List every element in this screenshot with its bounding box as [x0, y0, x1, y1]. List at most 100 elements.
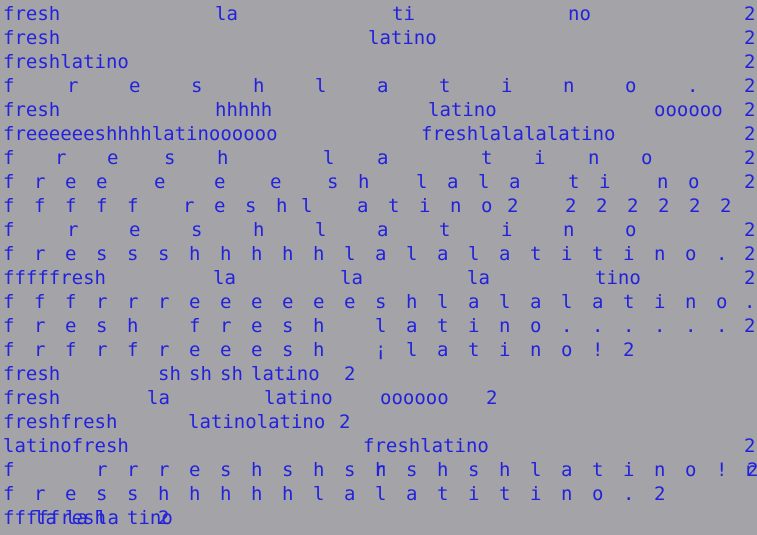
text-token: o — [641, 147, 653, 169]
text-token: f — [127, 339, 139, 361]
text-token: latino — [251, 363, 320, 385]
text-token: s — [158, 243, 170, 265]
text-token: e — [189, 291, 201, 313]
text-token: a — [499, 243, 511, 265]
text-token: o — [625, 219, 637, 241]
text-token: h — [437, 459, 449, 481]
text-token: oooooo — [654, 99, 723, 121]
text-token: la — [213, 267, 236, 289]
text-token: a — [592, 291, 604, 313]
text-token: la — [215, 3, 238, 25]
text-token: 2 — [744, 147, 756, 169]
text-token: f — [3, 171, 15, 193]
text-token: a — [377, 147, 389, 169]
text-token: . — [716, 243, 728, 265]
text-token: 2 — [744, 75, 756, 97]
text-token: t — [568, 171, 580, 193]
text-token: freshlatino — [3, 51, 129, 73]
text-token: 2 — [744, 219, 756, 241]
text-token: s — [406, 459, 418, 481]
text-token: 2 — [339, 411, 351, 433]
text-token: s — [191, 219, 203, 241]
text-token: s — [164, 147, 176, 169]
text-token: 2 — [486, 387, 498, 409]
text-token: s — [327, 171, 339, 193]
text-token: a — [377, 219, 389, 241]
text-token: l — [437, 291, 449, 313]
text-token: . — [592, 315, 604, 337]
text-token: a — [437, 339, 449, 361]
text-token: o — [592, 483, 604, 505]
text-token: f — [3, 75, 15, 97]
text-token: e — [220, 339, 232, 361]
text-token: h — [358, 171, 370, 193]
text-token: f — [3, 147, 15, 169]
text-token: s — [191, 75, 203, 97]
text-token: i — [468, 315, 480, 337]
text-token: f — [65, 195, 77, 217]
text-token: e — [107, 147, 119, 169]
text-token: r — [127, 459, 139, 481]
text-token: latinofresh — [3, 435, 129, 457]
text-token: s — [127, 243, 139, 265]
text-token: . — [561, 315, 573, 337]
text-token: 2 — [744, 315, 756, 337]
text-token: h — [253, 219, 265, 241]
text-token: e — [129, 219, 141, 241]
text-token: 2 — [744, 171, 756, 193]
text-token: f — [189, 315, 201, 337]
text-token: h — [189, 243, 201, 265]
text-token: t — [592, 459, 604, 481]
text-token: o — [688, 171, 700, 193]
text-token: s — [220, 459, 232, 481]
text-token: f — [3, 291, 15, 313]
text-token: hhhhh — [215, 99, 273, 121]
text-token: o — [716, 291, 728, 313]
text-token: e — [65, 171, 77, 193]
text-token: a — [375, 243, 387, 265]
text-token: l — [406, 339, 418, 361]
text-token: l — [406, 243, 418, 265]
text-token: f — [65, 291, 77, 313]
text-token: oooooo — [380, 387, 449, 409]
text-token: o — [530, 315, 542, 337]
text-token: e — [214, 171, 226, 193]
text-token: e — [96, 171, 108, 193]
text-token: fffffresh — [3, 267, 106, 289]
text-token: r — [183, 195, 195, 217]
text-token: e — [65, 243, 77, 265]
text-token: l — [499, 291, 511, 313]
text-token: n — [654, 243, 666, 265]
text-token: latino — [264, 387, 333, 409]
text-token: latinolatino — [188, 411, 326, 433]
text-token: la — [147, 387, 170, 409]
text-token: la — [340, 267, 363, 289]
text-token: i — [654, 291, 666, 313]
text-token: a — [357, 195, 369, 217]
text-token: sh — [189, 363, 212, 385]
text-token: e — [154, 171, 166, 193]
text-token: h — [313, 459, 325, 481]
text-token: s — [282, 339, 294, 361]
text-token: freshlalalalatino — [421, 123, 616, 145]
text-token: a — [377, 75, 389, 97]
text-token: fresh — [3, 363, 61, 385]
text-token: e — [344, 291, 356, 313]
text-token: h — [282, 483, 294, 505]
text-token: h — [251, 459, 263, 481]
text-token: fffffresh — [3, 507, 106, 529]
text-token: t — [623, 291, 635, 313]
text-token: 2 — [627, 195, 639, 217]
text-token: f — [3, 339, 15, 361]
text-token: r — [34, 171, 46, 193]
